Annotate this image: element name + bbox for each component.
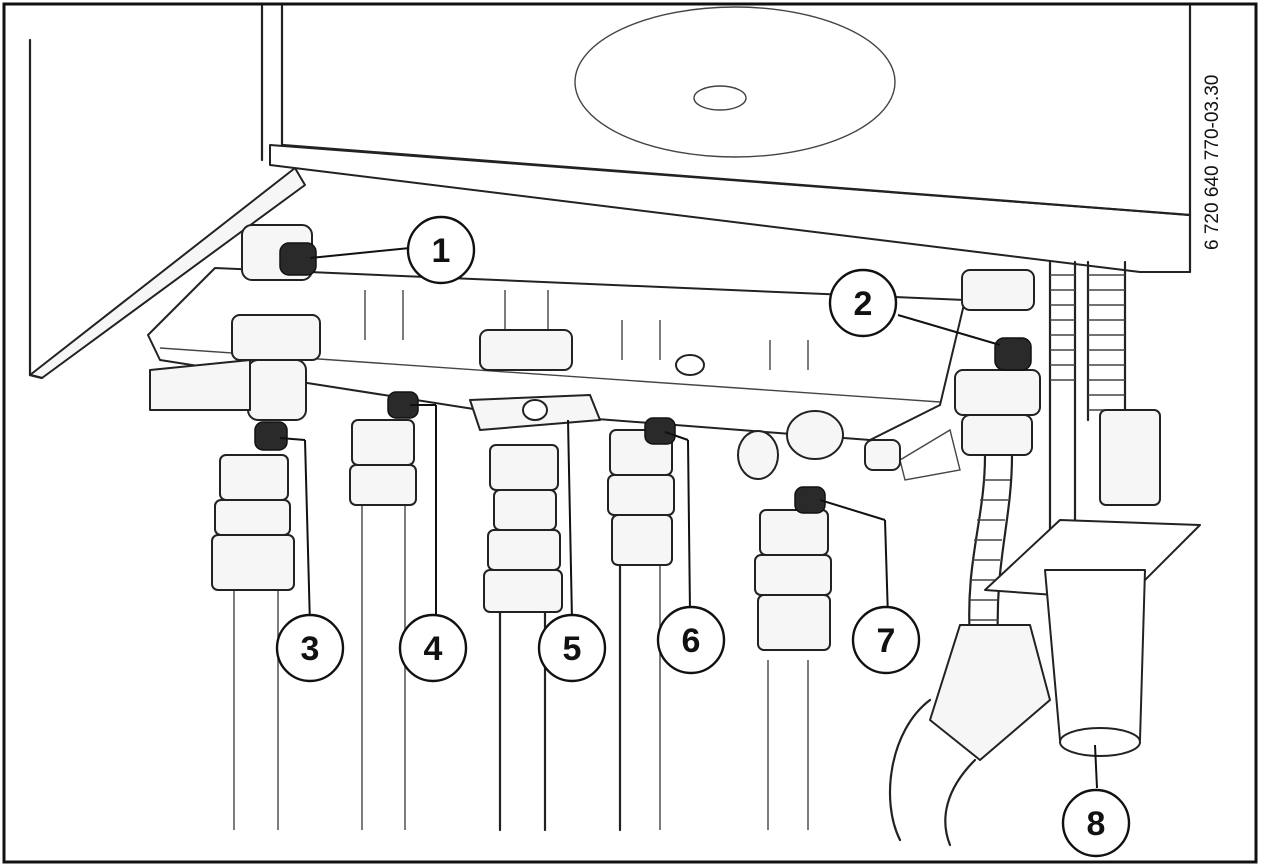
svg-text:8: 8 bbox=[1087, 805, 1106, 843]
service-valve-2 bbox=[954, 269, 1041, 456]
callout-7: 7 bbox=[851, 605, 921, 675]
flexible-hoses bbox=[968, 260, 1127, 642]
callout-3: 3 bbox=[275, 613, 345, 683]
callout-6: 6 bbox=[656, 605, 726, 675]
left-wall-bracket bbox=[28, 38, 306, 380]
svg-text:5: 5 bbox=[563, 630, 582, 668]
svg-text:2: 2 bbox=[854, 285, 873, 323]
callout-4: 4 bbox=[398, 613, 468, 683]
pipe-lines bbox=[233, 290, 809, 832]
callout-8: 8 bbox=[1061, 788, 1131, 858]
boiler-casing bbox=[260, 4, 1192, 274]
condensate-siphon bbox=[888, 409, 1201, 847]
callout-1: 1 bbox=[406, 215, 476, 285]
callout-5: 5 bbox=[537, 613, 607, 683]
svg-text:7: 7 bbox=[877, 622, 896, 660]
pipe-fittings bbox=[211, 329, 901, 651]
svg-text:6: 6 bbox=[682, 622, 701, 660]
svg-text:4: 4 bbox=[424, 630, 443, 668]
service-valve-1 bbox=[149, 224, 321, 421]
flue-opening bbox=[693, 85, 747, 111]
svg-text:3: 3 bbox=[301, 630, 320, 668]
svg-text:1: 1 bbox=[432, 232, 451, 270]
leader-lines bbox=[279, 247, 1098, 789]
flue-ellipse bbox=[574, 6, 896, 158]
callout-2: 2 bbox=[828, 268, 898, 338]
document-code: 6 720 640 770-03.30 bbox=[1202, 75, 1223, 250]
